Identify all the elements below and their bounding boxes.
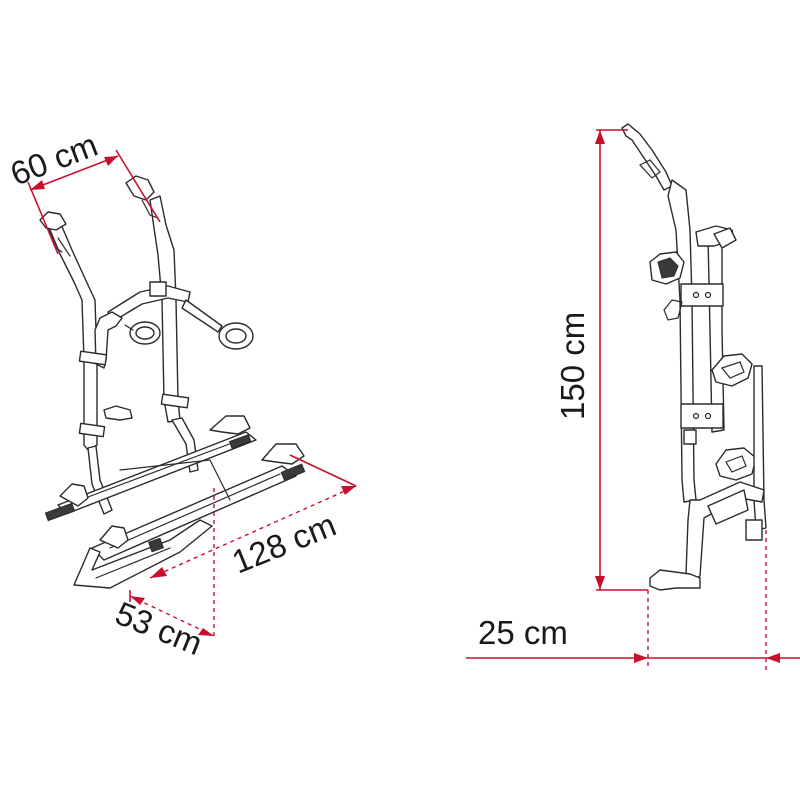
dimension-25cm <box>466 530 800 670</box>
side-middle-strap <box>711 353 753 387</box>
front-wheel-holder-left <box>99 525 129 549</box>
rack-base-frame <box>73 519 213 589</box>
dimension-53cm <box>129 488 215 640</box>
upper-mount-bracket <box>680 283 724 307</box>
dimension-128cm <box>149 454 357 579</box>
side-rear-tube <box>707 235 725 433</box>
left-upright-arm <box>47 221 98 451</box>
back-wheel-holder-right <box>209 415 251 435</box>
front-wheel-holder-right <box>261 443 305 465</box>
side-foot <box>649 569 701 591</box>
rack-side-view <box>621 123 767 591</box>
side-support-pole <box>753 365 767 531</box>
side-lower-strap <box>715 447 757 481</box>
side-top-hook <box>621 123 673 191</box>
label-side-25cm: 25 cm <box>478 614 568 651</box>
side-support-foot <box>745 519 763 541</box>
label-length-128cm: 128 cm <box>227 506 341 581</box>
label-width-60cm: 60 cm <box>5 126 102 193</box>
label-depth-53cm: 53 cm <box>110 594 207 662</box>
right-upright-arm <box>149 195 181 423</box>
crossbar-bracket <box>149 281 167 297</box>
back-wheel-holder-left <box>59 483 89 507</box>
dimension-150cm <box>595 129 648 591</box>
lower-mount-bracket <box>680 403 724 429</box>
left-arm-hook <box>103 405 133 421</box>
right-arm-clamp <box>160 393 190 409</box>
right-strap-arm <box>181 299 223 333</box>
left-arm-clamp <box>78 350 108 366</box>
dimension-60cm <box>27 149 161 255</box>
rack-perspective-view <box>39 175 306 589</box>
side-main-tube <box>667 179 697 503</box>
side-lower-plate <box>707 489 749 525</box>
label-height-150cm: 150 cm <box>554 312 591 420</box>
